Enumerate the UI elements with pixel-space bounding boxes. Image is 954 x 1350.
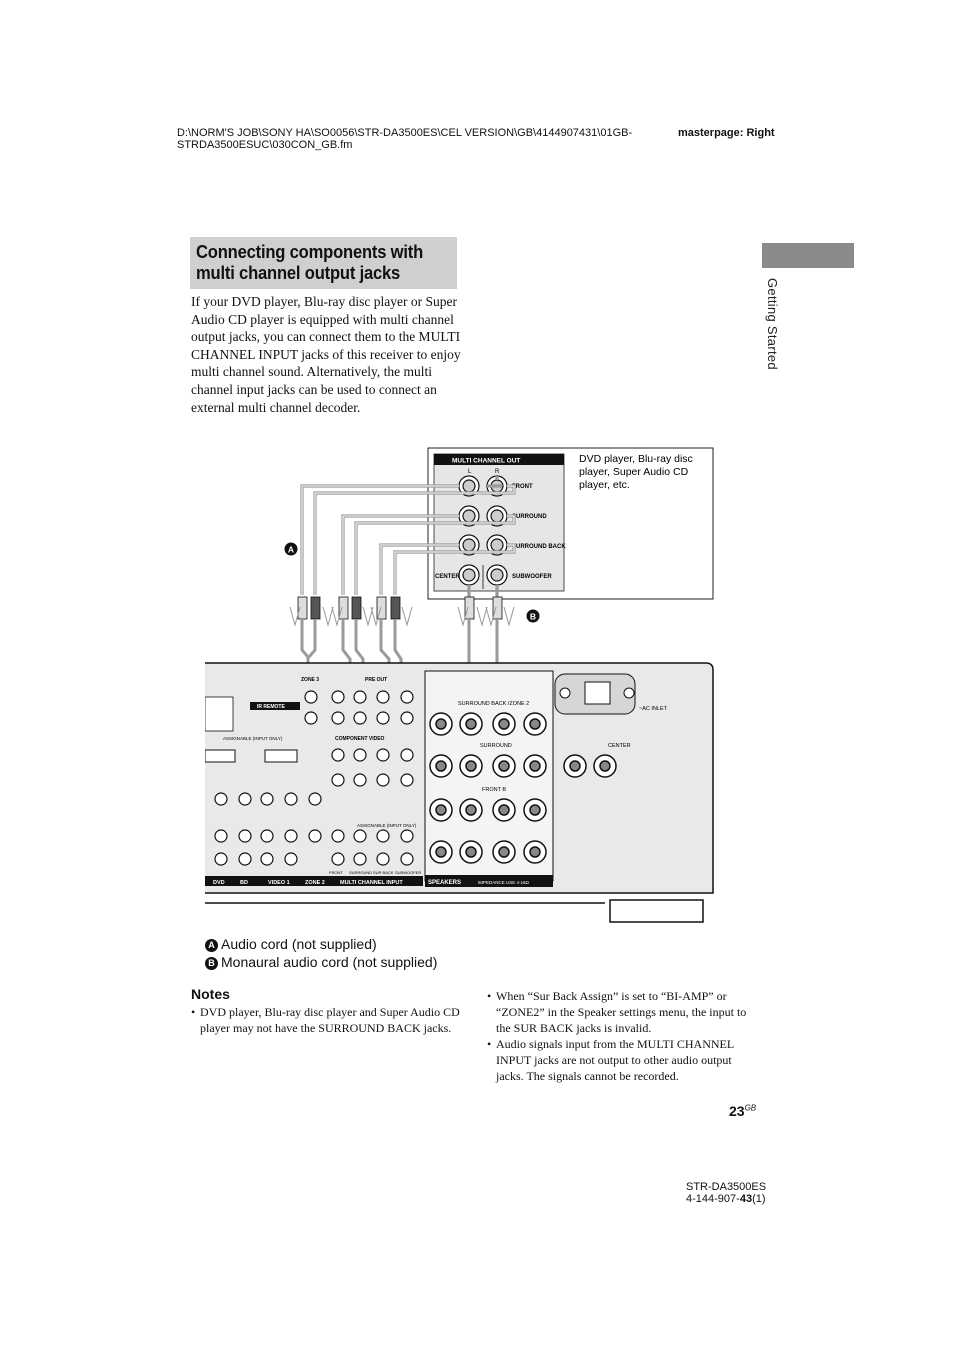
notes-title: Notes <box>191 986 230 1002</box>
page-number-value: 23 <box>729 1103 745 1119</box>
model-name: STR-DA3500ES <box>686 1181 767 1193</box>
rx-dvd: DVD <box>213 880 225 886</box>
note-item: Audio signals input from the MULTI CHANN… <box>487 1036 757 1084</box>
rca-jacks <box>214 690 414 866</box>
rx-component-video: COMPONENT VIDEO <box>335 736 385 742</box>
rx-zone3: ZONE 3 <box>301 677 319 683</box>
source-jacks <box>458 475 508 589</box>
file-path: D:\NORM'S JOB\SONY HA\SO0056\STR-DA3500E… <box>177 127 647 151</box>
speaker-terminals <box>429 712 617 864</box>
part-number-suffix: (1) <box>752 1193 766 1205</box>
rx-subwoofer: SUBWOOFER <box>395 870 421 875</box>
masterpage-label: masterpage: Right <box>678 127 775 139</box>
receiver-rear-panel: ~AC INLET SURROUND BACK /ZONE 2 SURROUND… <box>205 662 714 923</box>
rx-ac-inlet: ~AC INLET <box>639 706 668 712</box>
marker-a-caption-icon: A <box>205 939 218 952</box>
panel-title: MULTI CHANNEL OUT <box>452 458 520 465</box>
note-item: DVD player, Blu-ray disc player and Supe… <box>191 1004 461 1036</box>
svg-text:A: A <box>288 545 294 555</box>
section-title-line-2: multi channel output jacks <box>196 263 401 283</box>
caption-b-text: Monaural audio cord (not supplied) <box>221 953 438 970</box>
rx-surround-small: SURROUND <box>349 870 372 875</box>
part-number-prefix: 4-144-907- <box>686 1193 740 1205</box>
jack-subwoofer-label: SUBWOOFER <box>512 574 552 580</box>
notes-left-column: DVD player, Blu-ray disc player and Supe… <box>191 1004 461 1036</box>
section-tab-marker <box>762 243 854 268</box>
marker-b-caption-icon: B <box>205 956 218 970</box>
rx-zone2: ZONE 2 <box>305 880 325 886</box>
rx-sur-back: SUR BACK <box>373 870 394 875</box>
rx-surround: SURROUND <box>480 743 512 749</box>
rx-assignable-bottom: ASSIGNABLE (INPUT ONLY) <box>357 823 417 828</box>
jack-center-label: CENTER <box>435 574 460 580</box>
jack-surround-label: SURROUND <box>512 514 547 520</box>
model-code: STR-DA3500ES 4-144-907-43(1) <box>686 1181 766 1205</box>
jack-front-label: FRONT <box>512 484 533 490</box>
intro-paragraph: If your DVD player, Blu-ray disc player … <box>191 294 461 415</box>
page-number: 23GB <box>729 1103 756 1119</box>
source-device-line-1: DVD player, Blu-ray disc <box>579 453 693 465</box>
source-device-line-3: player, etc. <box>579 479 630 491</box>
rx-pre-out: PRE OUT <box>365 677 387 683</box>
marker-b-icon: B <box>526 609 540 623</box>
section-title-line-1: Connecting components with <box>196 242 424 262</box>
rx-bd: BD <box>240 880 248 886</box>
note-item: When “Sur Back Assign” is set to “BI-AMP… <box>487 988 757 1036</box>
file-path-line-1: D:\NORM'S JOB\SONY HA\SO0056\STR-DA3500E… <box>177 127 633 139</box>
marker-a-icon: A <box>284 542 298 556</box>
rx-speakers: SPEAKERS <box>428 880 461 886</box>
rx-ir-remote: IR REMOTE <box>257 704 285 710</box>
side-tab-label: Getting Started <box>765 278 780 370</box>
jack-label-l: L <box>468 469 472 475</box>
connection-diagram: MULTI CHANNEL OUT L R FRONT SURROUND SUR… <box>205 447 714 923</box>
rx-front: FRONT <box>329 870 343 875</box>
cable-plugs <box>289 596 515 627</box>
section-title: Connecting components with multi channel… <box>196 242 435 284</box>
jack-label-r: R <box>495 469 500 475</box>
heading-background <box>190 237 457 289</box>
page-number-suffix: GB <box>744 1103 757 1113</box>
svg-text:B: B <box>530 612 536 622</box>
caption-a-text: Audio cord (not supplied) <box>221 936 377 952</box>
rx-multi-channel-input: MULTI CHANNEL INPUT <box>340 880 403 886</box>
file-path-line-2: STRDA3500ESUC\030CON_GB.fm <box>177 139 353 151</box>
rx-center: CENTER <box>608 743 631 749</box>
panel-title-bar <box>434 454 564 465</box>
part-number: 4-144-907-43(1) <box>686 1193 766 1205</box>
part-number-bold: 43 <box>739 1193 753 1205</box>
rx-assignable-top: ASSIGNABLE (INPUT ONLY) <box>223 736 283 741</box>
source-device-line-2: player, Super Audio CD <box>579 466 689 478</box>
notes-right-column: When “Sur Back Assign” is set to “BI-AMP… <box>487 988 757 1084</box>
rx-front-b: FRONT B <box>482 787 506 793</box>
rx-video1: VIDEO 1 <box>268 880 290 886</box>
rx-impedance: IMPEDANCE USE 4-16Ω <box>478 880 530 885</box>
rx-surround-back-zone2: SURROUND BACK /ZONE 2 <box>458 701 529 707</box>
jack-surround-back-label: SURROUND BACK <box>512 544 566 550</box>
